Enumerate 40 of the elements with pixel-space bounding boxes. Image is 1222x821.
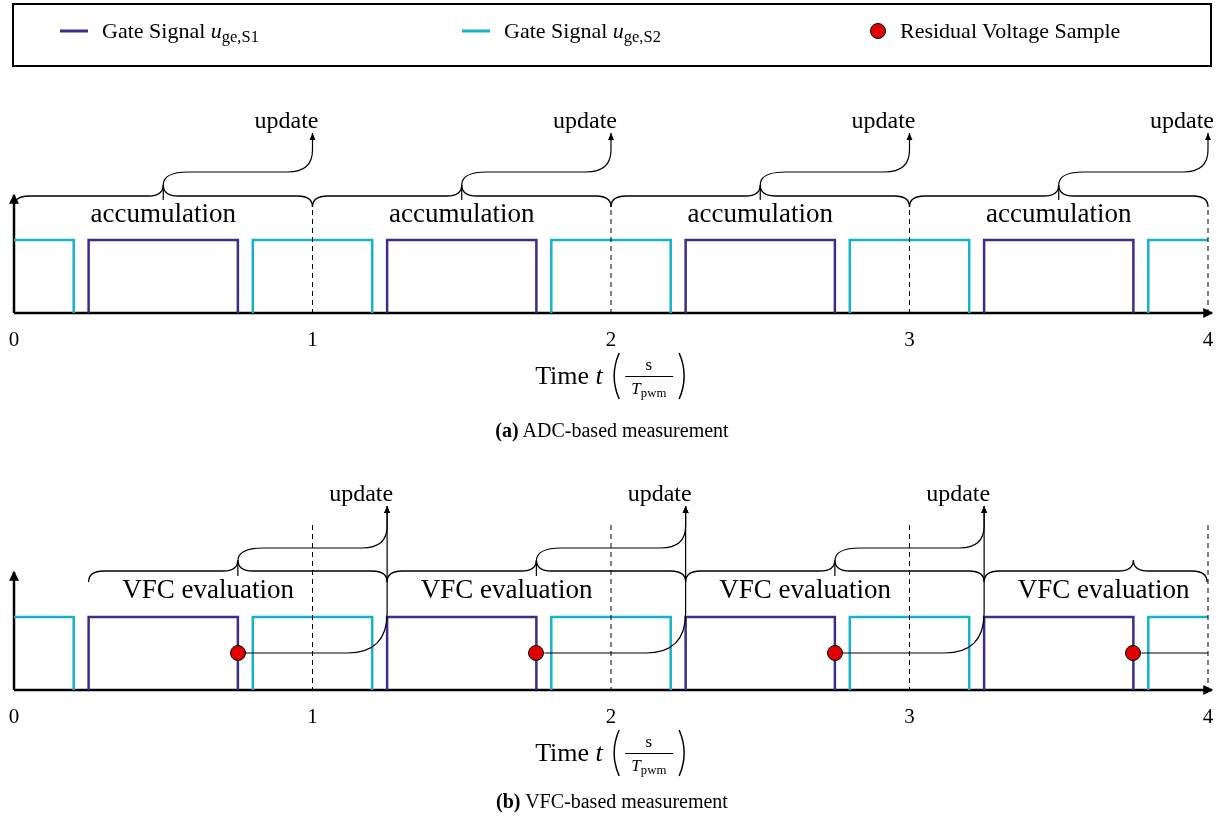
interval-label: accumulation xyxy=(389,200,535,227)
connector-line xyxy=(1140,652,1209,654)
interval-label: accumulation xyxy=(90,200,236,227)
interval-label: VFC evaluation xyxy=(719,576,891,603)
tick-label: 0 xyxy=(8,706,20,727)
interval-label: VFC evaluation xyxy=(420,576,593,603)
update-label: update xyxy=(926,481,991,505)
arrow xyxy=(1058,132,1211,201)
update-label: update xyxy=(1150,108,1214,132)
axis-label: Time t xyxy=(535,363,603,389)
tick-label: 3 xyxy=(904,329,915,350)
legend-text: Residual Voltage Sample xyxy=(900,20,1121,42)
arrow xyxy=(245,505,391,654)
tick-label: 2 xyxy=(605,706,617,727)
tick-label: 1 xyxy=(307,706,318,727)
fraction-numerator: s xyxy=(645,732,653,750)
caption: (a) ADC-based measurement xyxy=(495,420,729,440)
arrow xyxy=(842,505,988,654)
tick-label: 4 xyxy=(1202,329,1214,350)
arrow xyxy=(162,132,316,201)
update-label: update xyxy=(553,108,617,132)
axis-label: Time t xyxy=(535,740,603,766)
tick-label: 3 xyxy=(904,706,915,727)
tick-label: 2 xyxy=(605,329,617,350)
arrow xyxy=(543,505,689,654)
interval-label: VFC evaluation xyxy=(122,576,294,603)
arrow xyxy=(461,132,614,201)
update-label: update xyxy=(851,108,916,132)
update-label: update xyxy=(627,481,692,505)
fraction-numerator: s xyxy=(645,355,653,373)
tick-label: 0 xyxy=(8,329,20,350)
interval-label: VFC evaluation xyxy=(1017,576,1190,603)
interval-label: accumulation xyxy=(986,200,1132,227)
tick-label: 4 xyxy=(1202,706,1214,727)
interval-label: accumulation xyxy=(687,200,833,227)
arrow xyxy=(759,132,913,201)
update-label: update xyxy=(254,108,319,132)
caption: (b) VFC-based measurement xyxy=(496,791,728,811)
tick-label: 1 xyxy=(307,329,318,350)
update-label: update xyxy=(329,481,394,505)
